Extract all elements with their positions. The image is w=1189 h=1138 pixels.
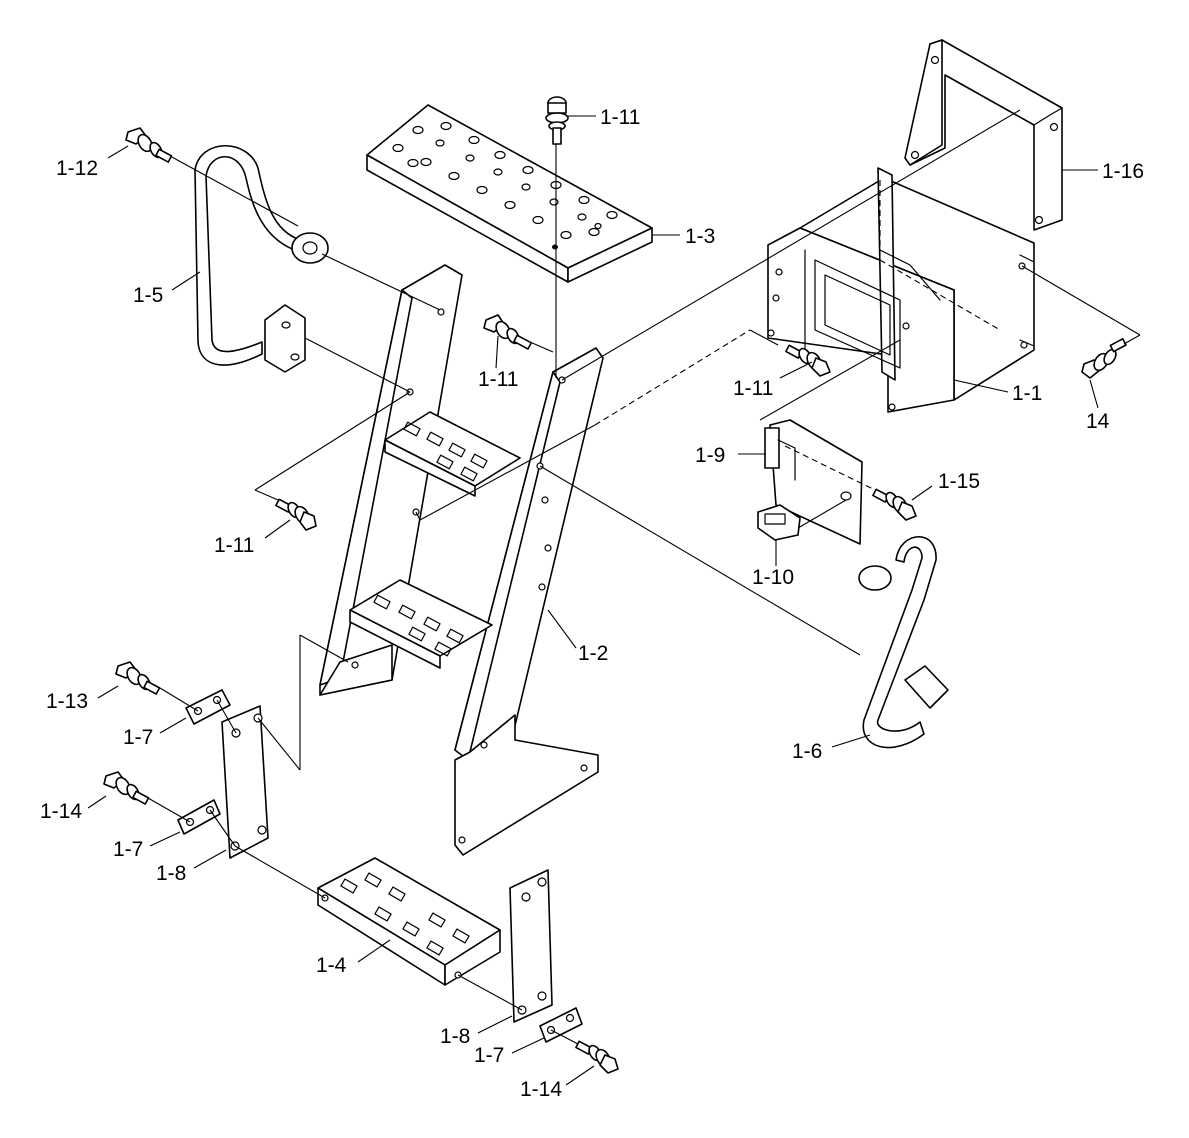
- lower-step-slots: [340, 872, 470, 956]
- label-1-14-lower: 1-14: [520, 1078, 562, 1101]
- part-1-8-strap-upper: [221, 705, 269, 859]
- step-plate-holes: [392, 121, 618, 250]
- label-1-8-b: 1-8: [440, 1025, 470, 1048]
- callout-leaders: [87, 115, 1099, 1086]
- label-1-11-right: 1-11: [733, 377, 773, 400]
- part-1-3-step-plate: [366, 104, 653, 283]
- part-1-5-handrail: [194, 145, 329, 373]
- label-1-7-a: 1-7: [123, 726, 153, 749]
- assembly-lines: [147, 109, 1141, 1045]
- label-1-11-top: 1-11: [600, 106, 640, 129]
- label-1-2: 1-2: [578, 642, 608, 665]
- label-1-11-left: 1-11: [214, 534, 254, 557]
- label-1-12: 1-12: [56, 157, 98, 180]
- label-1-8-a: 1-8: [156, 862, 186, 885]
- bolt-1-11-top: [545, 96, 569, 145]
- part-1-1-mounting-bracket: [767, 167, 1035, 413]
- part-1-2-ladder-frame: [319, 264, 604, 856]
- part-1-4-lower-step: [317, 857, 501, 986]
- label-14: 14: [1086, 410, 1110, 433]
- label-1-6: 1-6: [792, 740, 822, 763]
- bolt-1-14-upper: [103, 771, 150, 805]
- label-1-3: 1-3: [685, 225, 715, 248]
- label-1-7-c: 1-7: [474, 1044, 504, 1067]
- part-1-8-strap-lower: [509, 869, 553, 1023]
- part-1-7-plate-c: [539, 1007, 583, 1043]
- bolt-1-15: [872, 488, 917, 521]
- label-1-16: 1-16: [1102, 160, 1144, 183]
- label-1-15: 1-15: [938, 470, 980, 493]
- part-1-10-latch: [757, 504, 801, 541]
- bolt-1-13: [115, 661, 161, 695]
- label-1-11-middle: 1-11: [478, 368, 518, 391]
- part-1-9-plate: [764, 419, 863, 545]
- label-1-13: 1-13: [46, 690, 88, 713]
- part-1-7-plate-a: [185, 689, 231, 725]
- bolt-1-11-middle: [483, 314, 533, 350]
- bolt-1-12: [125, 127, 173, 163]
- bolt-14: [1081, 338, 1127, 379]
- part-1-6-handrail: [858, 536, 949, 749]
- label-1-4: 1-4: [316, 954, 347, 977]
- bolt-1-11-left: [275, 498, 317, 531]
- label-1-14-upper: 1-14: [40, 800, 82, 823]
- label-1-9: 1-9: [695, 444, 725, 467]
- part-labels: 1-11 1-12 1-3 1-16 1-5 1-11 1-11 1-1 14 …: [40, 106, 1144, 1101]
- label-1-5: 1-5: [133, 284, 163, 307]
- label-1-7-b: 1-7: [113, 838, 143, 861]
- part-1-7-plate-b: [177, 799, 221, 835]
- label-1-10: 1-10: [752, 566, 794, 589]
- label-1-1: 1-1: [1012, 382, 1042, 405]
- part-1-16-cover-bracket: [904, 39, 1063, 231]
- rung-slots: [373, 421, 488, 657]
- bolt-1-14-lower: [575, 1040, 619, 1074]
